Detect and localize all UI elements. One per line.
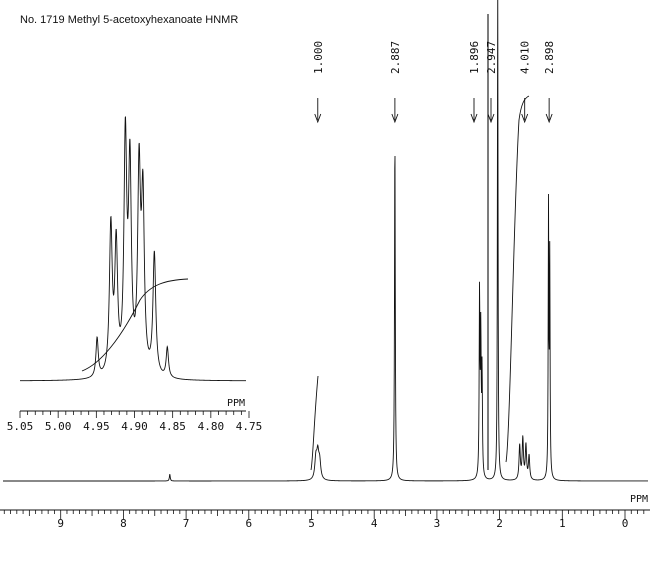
inset-x-axis-label: PPM xyxy=(227,398,245,409)
integral-curve-1 xyxy=(310,375,319,471)
x-tick-label: 8 xyxy=(120,517,127,530)
integral-arrow-head xyxy=(314,113,322,124)
x-tick-label: 4 xyxy=(371,517,378,530)
inset-integral-curve xyxy=(81,278,189,372)
x-tick-label: 1 xyxy=(559,517,566,530)
x-tick-label: 0 xyxy=(622,517,629,530)
x-axis-label: PPM xyxy=(630,494,648,505)
integral-arrow-head xyxy=(545,113,553,124)
integral-label: 1.000 xyxy=(312,41,325,74)
inset-tick-label: 4.80 xyxy=(198,420,225,433)
inset-spectrum-line xyxy=(20,116,246,382)
integral-label: 1.896 xyxy=(468,41,481,74)
integral-arrow-head xyxy=(391,113,399,124)
x-tick-label: 2 xyxy=(496,517,503,530)
integral-label: 2.898 xyxy=(543,41,556,74)
x-tick-label: 3 xyxy=(434,517,441,530)
integral-curve-4 xyxy=(505,95,530,463)
chart-title: No. 1719 Methyl 5-acetoxyhexanoate HNMR xyxy=(20,14,239,26)
integral-arrow-head xyxy=(487,113,495,124)
inset-tick-label: 5.05 xyxy=(7,420,34,433)
integral-label: 4.010 xyxy=(519,41,532,74)
integral-arrow-head xyxy=(521,113,529,124)
main-spectrum-line xyxy=(3,0,648,482)
x-tick-label: 9 xyxy=(57,517,64,530)
integral-label: 2.887 xyxy=(389,41,402,74)
inset-tick-label: 4.85 xyxy=(159,420,186,433)
inset-tick-label: 4.95 xyxy=(83,420,110,433)
inset-tick-label: 5.00 xyxy=(45,420,72,433)
integral-arrow-head xyxy=(470,113,478,124)
inset-tick-label: 4.75 xyxy=(236,420,263,433)
integral-label: 2.947 xyxy=(485,41,498,74)
x-tick-label: 5 xyxy=(308,517,315,530)
x-tick-label: 6 xyxy=(245,517,252,530)
x-tick-label: 7 xyxy=(183,517,190,530)
inset-tick-label: 4.90 xyxy=(121,420,148,433)
